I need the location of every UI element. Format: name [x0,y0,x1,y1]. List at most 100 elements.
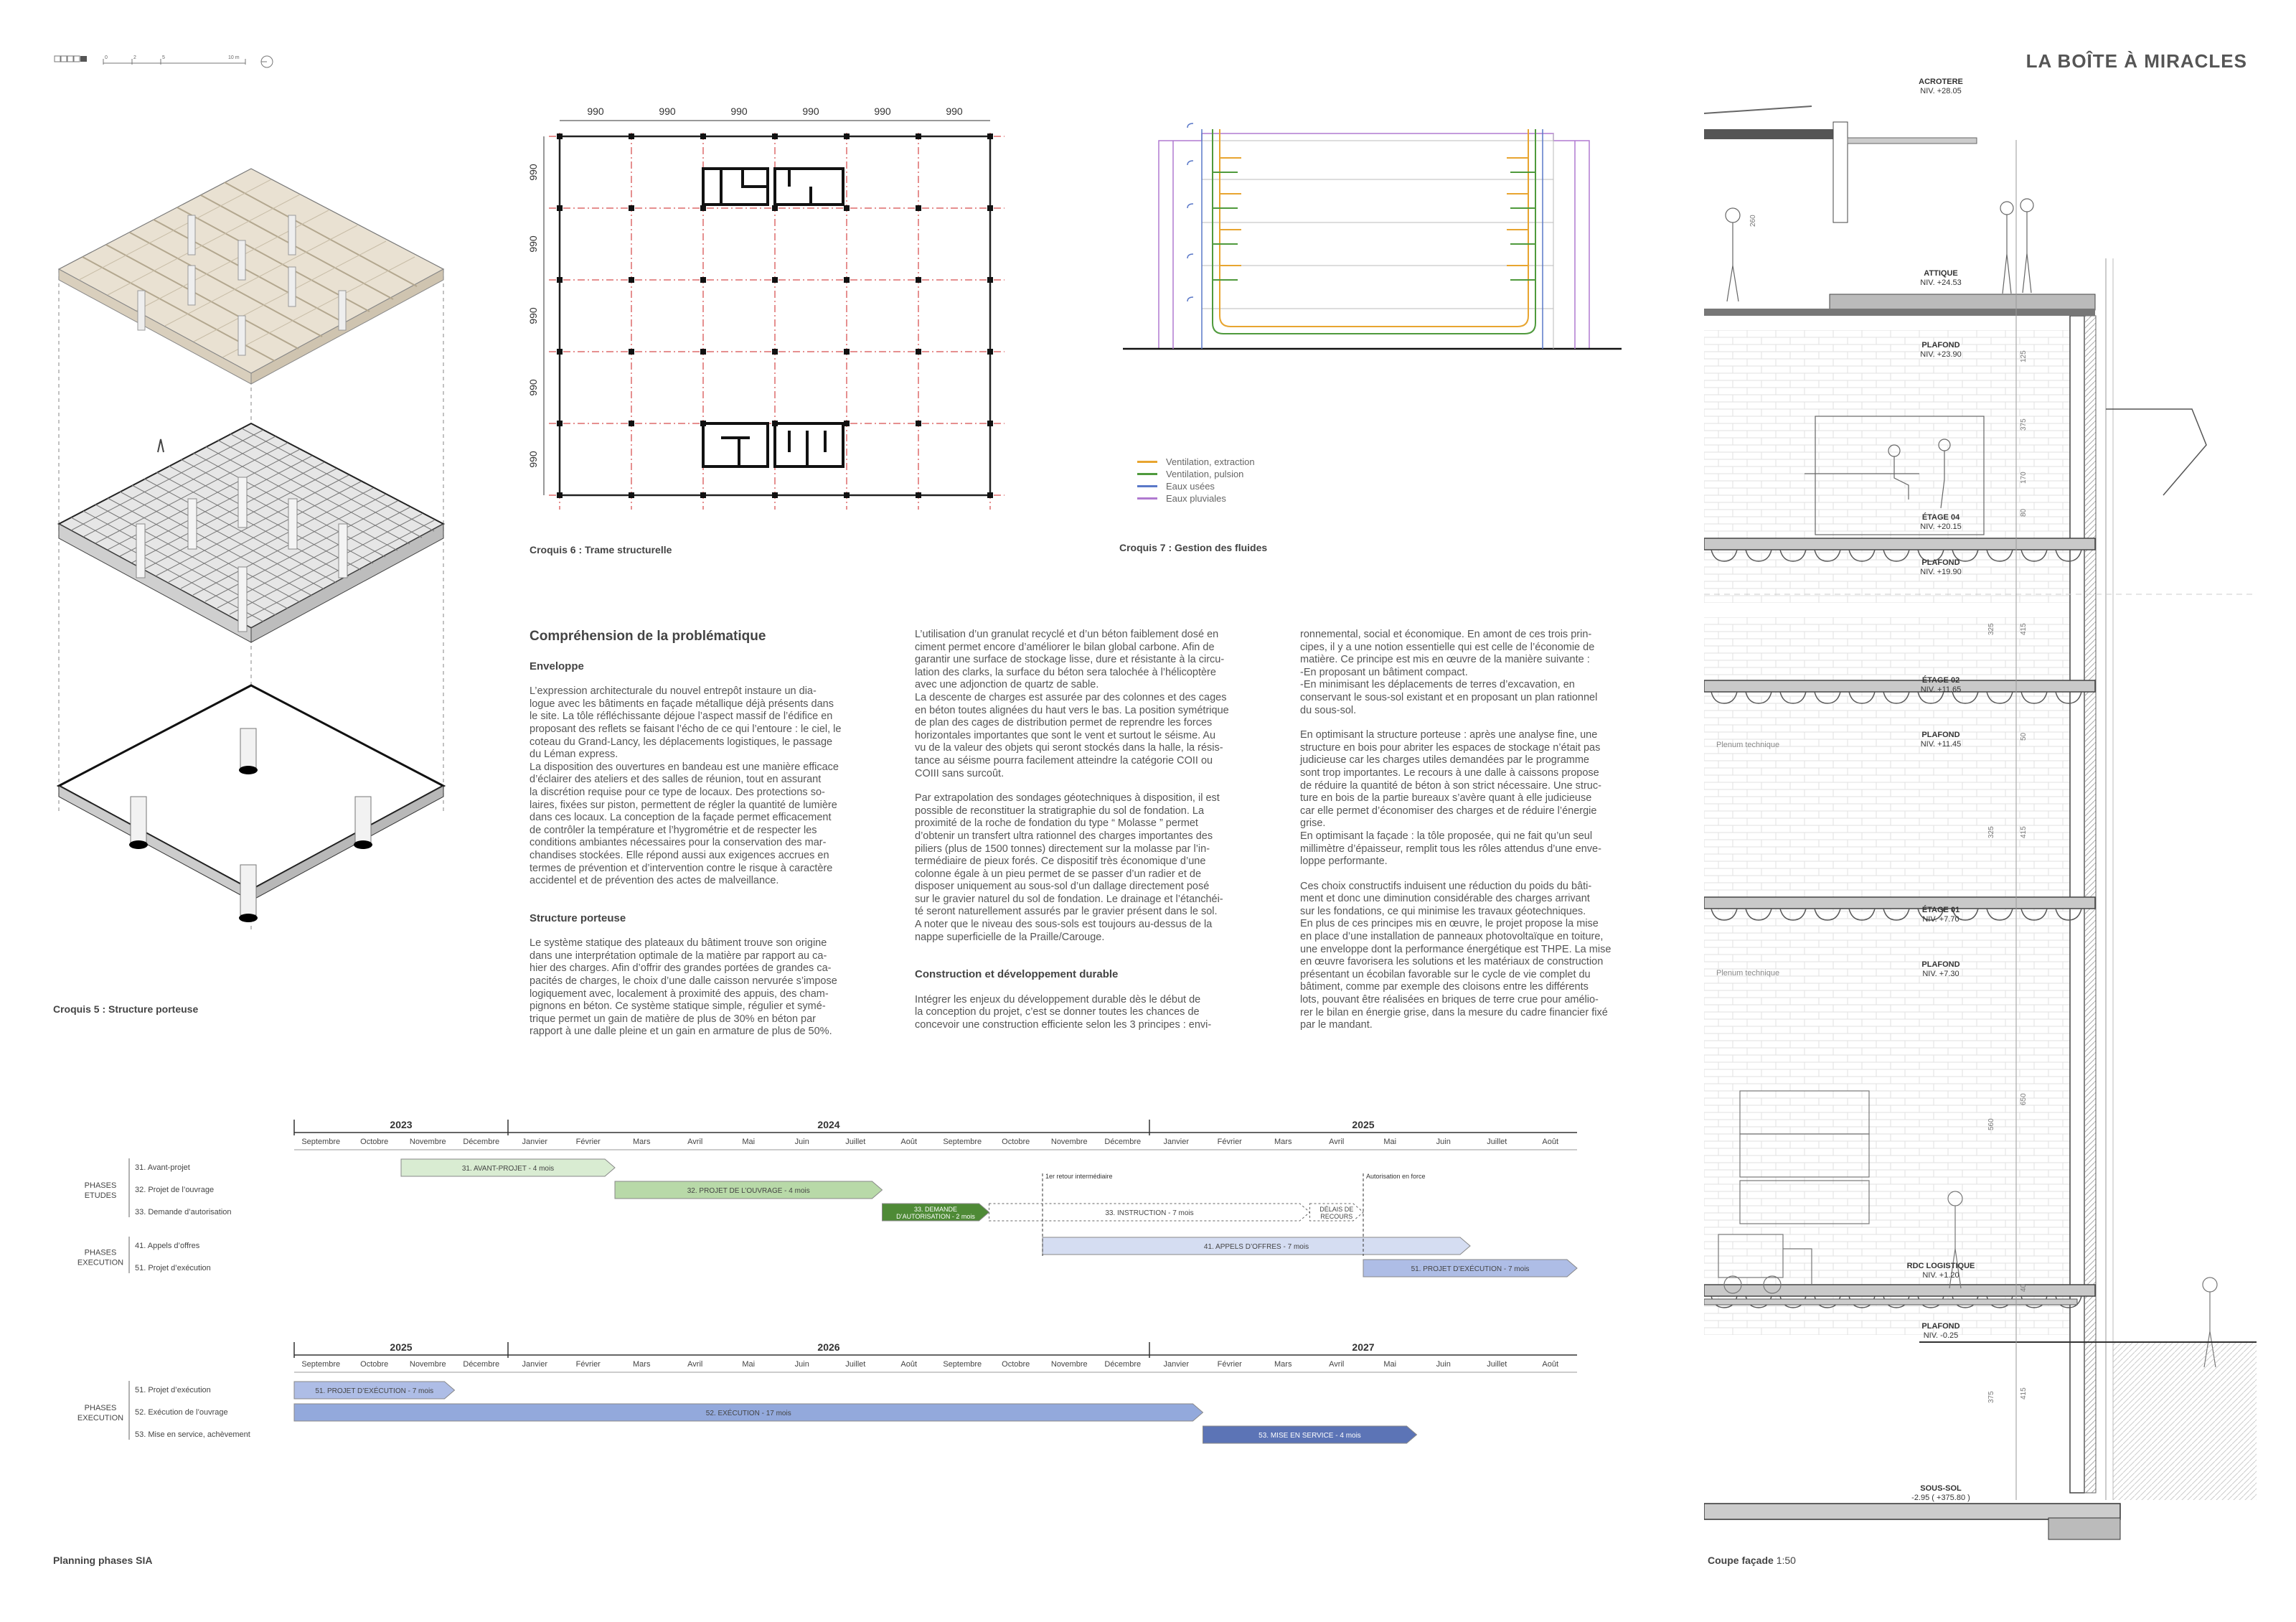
level-name: ATTIQUE [1924,269,1958,278]
dimension-label: 375 [1987,1391,1995,1403]
month-label: Mars [1274,1360,1292,1369]
grid-column [772,492,778,498]
dimension-label: 560 [1987,1118,1995,1130]
month-label: Décembre [463,1360,499,1369]
dimension-label: 415 [2020,826,2028,838]
phase-bar [293,1403,1204,1422]
phase-bar-label: 51. PROJET D’EXÉCUTION - 7 mois [1411,1264,1530,1273]
caisson-rib [1779,908,1807,921]
text-column-3: ronnemental, social et économique. En am… [1300,629,1636,1032]
month-label: Novembre [1051,1360,1088,1369]
enveloppe-title: Enveloppe [530,660,584,672]
caisson-rib [1745,908,1772,921]
level-niv: -2.95 ( +375.80 ) [1911,1494,1970,1502]
phase-bar-label: DÉLAIS DE [1319,1206,1353,1213]
paragraph: L’expression architecturale du nouvel en… [530,685,842,761]
grid-column [557,133,563,139]
month-label: Février [1218,1138,1243,1146]
month-label: Janvier [1164,1360,1190,1369]
level-niv: NIV. +19.90 [1920,568,1962,576]
month-label: Octobre [1002,1360,1030,1369]
grid-dim: 990 [874,106,891,117]
level-label: SOUS-SOL-2.95 ( +375.80 ) [1894,1484,1987,1503]
grid-column [557,277,563,283]
legend-label: Ventilation, pulsion [1166,469,1244,479]
grid-column [916,421,921,426]
caisson-rib [1883,908,1910,921]
month-label: Juillet [845,1138,865,1146]
month-label: Avril [687,1360,702,1369]
caisson-rib [1952,549,1979,562]
grid-column [987,277,993,283]
level-niv: NIV. +1.20 [1922,1271,1959,1280]
phase-row-label: 51. Projet d’exécution [135,1264,211,1272]
caption-croquis-5: Croquis 5 : Structure porteuse [53,1003,199,1015]
phase-bar-label: 33. DEMANDE [914,1206,957,1213]
phase-bar-label: 41. APPELS D’OFFRES - 7 mois [1204,1243,1309,1251]
month-label: Novembre [410,1138,446,1146]
month-label: Décembre [463,1138,499,1146]
grid-column [557,492,563,498]
level-name: SOUS-SOL [1920,1484,1962,1493]
phase-bar [1363,1259,1578,1278]
dimension-label: 415 [2020,623,2028,635]
grid-dim: 990 [587,106,604,117]
phase-row-label: 31. Avant-projet [135,1163,190,1172]
level-name: ÉTAGE 01 [1921,906,1960,914]
caption-coupe: Coupe façade 1:50 [1708,1555,1796,1566]
dimension-label: 375 [2020,418,2028,431]
legend-label: Ventilation, extraction [1166,456,1255,467]
month-label: Décembre [1104,1360,1141,1369]
caisson-rib [1745,691,1772,704]
grid-column [987,349,993,355]
caisson-rib [1814,691,1841,704]
grid-dim: 990 [527,379,539,396]
month-label: Février [576,1138,601,1146]
month-label: Octobre [1002,1138,1030,1146]
caisson-rib [2020,908,2048,921]
dimension-label: 50 [2020,732,2028,741]
caisson-rib [1711,549,1738,562]
grid-dim: 990 [802,106,819,117]
year-label: 2027 [1352,1341,1374,1353]
plenum-note: Plenum technique [1716,741,1780,749]
month-label: Mai [742,1360,755,1369]
paragraph: Le système statique des plateaux du bâti… [530,937,837,1038]
caisson-rib [2055,908,2082,921]
grid-dim: 990 [527,235,539,253]
caption-croquis-7: Croquis 7 : Gestion des fluides [1119,542,1268,553]
scale-bar: 0 2 5 10 m [54,55,273,68]
month-label: Octobre [360,1138,388,1146]
grid-column [700,133,706,139]
month-label: Février [576,1360,601,1369]
level-name: PLAFOND [1921,1322,1960,1331]
caisson-rib [1883,549,1910,562]
grid-dim: 990 [527,164,539,181]
caisson-rib [2055,549,2082,562]
legend-swatch [1137,497,1157,500]
phase-group-label: EXECUTION [77,1414,123,1422]
grid-column [844,277,850,283]
caisson-rib [1848,691,1876,704]
month-label: Novembre [410,1360,446,1369]
year-label: 2023 [390,1120,412,1130]
month-label: Septembre [301,1360,340,1369]
grid-column [916,349,921,355]
caisson-rib [1711,691,1738,704]
month-label: Août [1542,1138,1558,1146]
phase-bar-label: RECOURS [1320,1213,1352,1220]
month-label: Juin [795,1138,809,1146]
level-name: ACROTERE [1919,78,1963,86]
grid-column [916,277,921,283]
month-label: Octobre [360,1360,388,1369]
phase-bar [989,1203,1311,1222]
dimension-label: 260 [1749,215,1757,227]
caisson-rib [1814,549,1841,562]
paragraph: Par extrapolation des sondages géotechni… [915,792,1223,943]
